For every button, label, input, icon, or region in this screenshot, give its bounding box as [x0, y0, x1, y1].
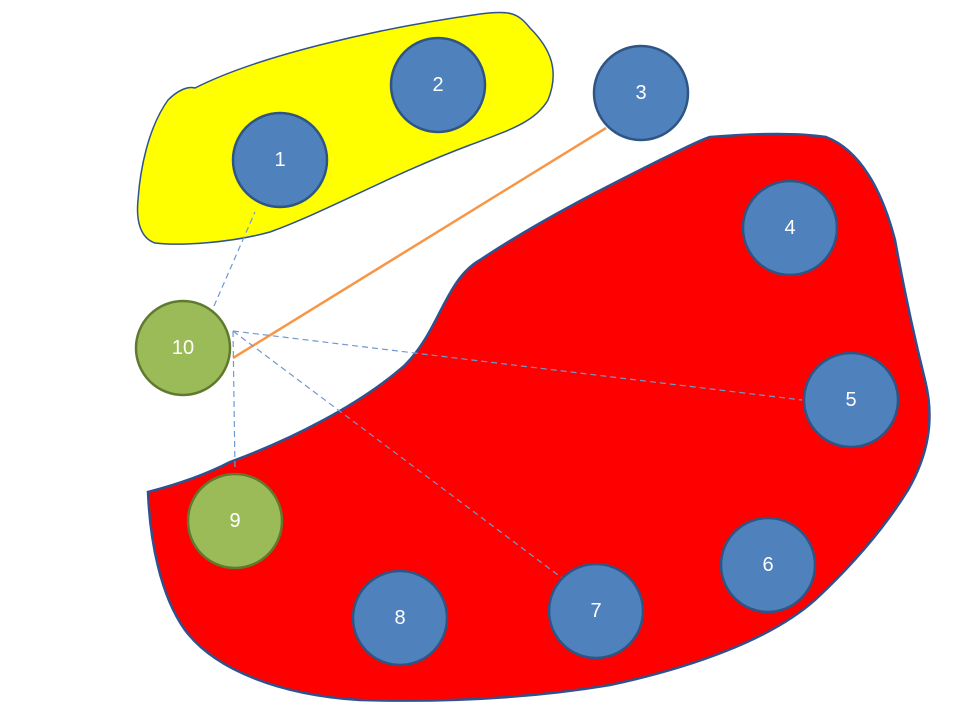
node-3: 3 — [592, 44, 690, 142]
node-8-circle — [351, 569, 449, 667]
node-2-circle — [389, 36, 487, 134]
regions-layer — [136, 11, 931, 702]
node-10: 10 — [134, 299, 232, 397]
node-1-circle — [231, 111, 329, 209]
node-6-label: 6 — [762, 554, 773, 576]
node-2: 2 — [389, 36, 487, 134]
node-9-circle — [186, 472, 284, 570]
node-8-label: 8 — [394, 607, 405, 629]
node-5-circle — [802, 351, 900, 449]
node-8: 8 — [351, 569, 449, 667]
node-10-label: 10 — [172, 337, 194, 359]
edge-10-3 — [232, 126, 607, 360]
node-2-label: 2 — [432, 74, 443, 96]
node-3-circle — [592, 44, 690, 142]
node-6-circle — [719, 516, 817, 614]
node-4-label: 4 — [784, 217, 795, 239]
node-7-label: 7 — [590, 600, 601, 622]
edge-10-1 — [213, 211, 256, 307]
edge-10-9 — [232, 330, 236, 471]
node-9-label: 9 — [229, 510, 240, 532]
edge-10-5 — [232, 330, 803, 401]
node-1: 1 — [231, 111, 329, 209]
node-5: 5 — [802, 351, 900, 449]
node-4: 4 — [741, 179, 839, 277]
node-9: 9 — [186, 472, 284, 570]
edges-layer — [213, 126, 803, 579]
region-yellow — [136, 11, 554, 245]
node-3-label: 3 — [635, 82, 646, 104]
nodes-layer: 1 2 3 4 5 6 7 8 9 10 — [134, 36, 900, 667]
node-6: 6 — [719, 516, 817, 614]
node-7: 7 — [547, 562, 645, 660]
node-4-circle — [741, 179, 839, 277]
node-1-label: 1 — [274, 149, 285, 171]
node-7-circle — [547, 562, 645, 660]
node-5-label: 5 — [845, 389, 856, 411]
node-10-circle — [134, 299, 232, 397]
edge-10-7 — [232, 330, 563, 579]
